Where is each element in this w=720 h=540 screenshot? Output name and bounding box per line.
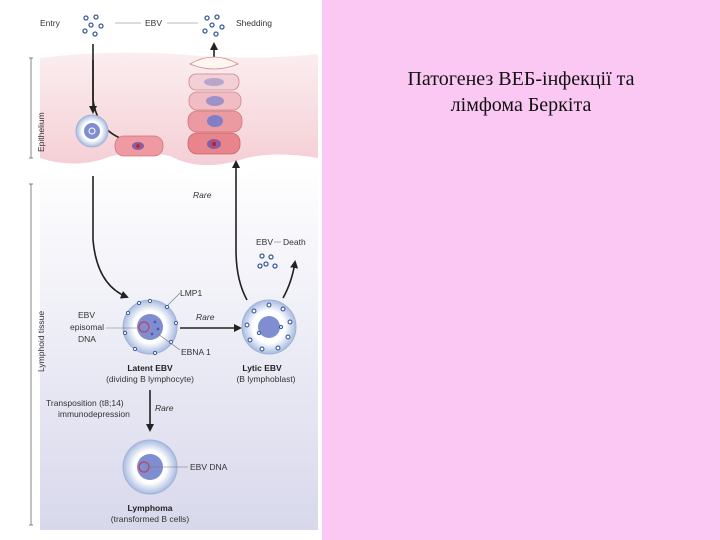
lytic-ebv-title: Lytic EBV — [242, 363, 282, 373]
infected-epithelial-cell — [114, 135, 164, 157]
shedding-virions — [202, 14, 225, 37]
epithelium-label: Epithelium — [36, 112, 46, 152]
slide-title: Патогенез ВЕБ-інфекції та лімфома Беркіт… — [340, 66, 702, 118]
lymphoid-region — [40, 164, 318, 531]
to-latent-arrow — [92, 176, 129, 299]
latent-ebna1-markers — [150, 320, 160, 336]
ebv-episomal-label-3: DNA — [78, 334, 96, 344]
ebna1-label: EBNA 1 — [181, 347, 211, 357]
latent-ebv-title: Latent EBV — [127, 363, 173, 373]
lytic-ebv-cell — [241, 299, 297, 355]
immunodepression-label: immunodepression — [58, 409, 130, 419]
epithelial-cell-stack — [187, 56, 243, 155]
lytic-release-virions — [257, 253, 278, 269]
rare-label-lymphoma: Rare — [155, 403, 174, 413]
latent-lmp1-markers — [122, 298, 179, 356]
slide-title-line-1: Патогенез ВЕБ-інфекції та — [407, 68, 635, 90]
lytic-ebv-subtitle: (B lymphoblast) — [236, 374, 295, 384]
entry-virions — [82, 14, 104, 37]
shedding-label: Shedding — [236, 18, 272, 28]
latent-ebv-cell — [122, 298, 179, 356]
rare-label-lytic: Rare — [196, 312, 215, 322]
slide-title-line-2: лімфома Беркіта — [450, 94, 592, 116]
ebv-top-label: EBV — [145, 18, 162, 28]
epithelium-region — [40, 52, 318, 166]
ebv-release-label: EBV — [256, 237, 273, 247]
ebv-episomal-label-2: episomal — [70, 322, 104, 332]
lymphoma-subtitle: (transformed B cells) — [111, 514, 190, 524]
ebna1-pointer — [157, 333, 181, 351]
ebv-pathogenesis-diagram: Epithelium Lymphoid tissue Entry EBV She… — [29, 14, 318, 531]
infected-lymphocyte — [75, 114, 109, 148]
lytic-virions — [244, 302, 293, 352]
ebv-episomal-label-1: EBV — [78, 310, 95, 320]
ebv-dna-label: EBV DNA — [190, 462, 228, 472]
lmp1-pointer — [167, 292, 181, 306]
lytic-to-epithelium-arrow — [232, 160, 248, 301]
lytic-to-death-arrow — [282, 260, 299, 299]
latent-ebv-subtitle: (dividing B lymphocyte) — [106, 374, 194, 384]
slide-background — [322, 0, 720, 540]
lmp1-label: LMP1 — [180, 288, 202, 298]
lymphoma-title: Lymphoma — [127, 503, 172, 513]
lymphoid-tissue-label: Lymphoid tissue — [36, 311, 46, 372]
epithelial-cell-flat — [189, 56, 239, 70]
death-label: Death — [283, 237, 306, 247]
rare-label-epithelial: Rare — [193, 190, 212, 200]
entry-label: Entry — [40, 18, 61, 28]
translocation-label: Transposition (t8;14) — [46, 398, 124, 408]
